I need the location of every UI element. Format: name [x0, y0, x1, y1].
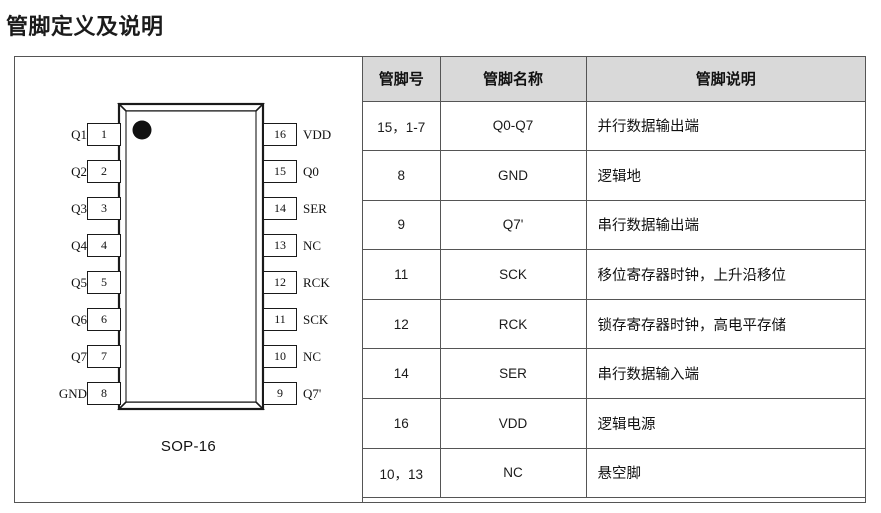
cell-pin-number: 11	[363, 249, 441, 300]
pin-label-rck: RCK	[303, 275, 330, 290]
cell-pin-number: 14	[363, 348, 441, 400]
column-header-pin-name: 管脚名称	[439, 57, 587, 102]
pin-box-10: 10	[263, 345, 297, 368]
pin-box-13: 13	[263, 234, 297, 257]
table-row: 10，13 NC 悬空脚	[363, 447, 865, 499]
cell-pin-description: 移位寄存器时钟，上升沿移位	[585, 249, 865, 300]
pin-box-11: 11	[263, 308, 297, 331]
pin-label-nc-10: NC	[303, 349, 322, 364]
pin-row-right-15: 15 Q0	[15, 160, 362, 183]
pin-row-right-10: 10 NC	[15, 345, 362, 368]
cell-pin-description: 并行数据输出端	[585, 100, 865, 152]
pin-box-15: 15	[263, 160, 297, 183]
cell-pin-description: 锁存寄存器时钟，高电平存储	[585, 298, 865, 350]
pin-label-sck: SCK	[303, 312, 329, 327]
pin-description-table-cell: 管脚号 管脚名称 管脚说明 15，1-7 Q0-Q7 并行数据输出端 8 GND…	[363, 57, 865, 502]
pin-box-6: 6	[87, 308, 121, 331]
pin-label-vdd: VDD	[303, 127, 332, 142]
pin-box-4: 4	[87, 234, 121, 257]
cell-pin-number: 10，13	[363, 447, 441, 499]
cell-pin-name: VDD	[439, 398, 587, 449]
pin-box-2: 2	[87, 160, 121, 183]
pin-label-nc-13: NC	[303, 238, 322, 253]
pin-box-16: 16	[263, 123, 297, 146]
cell-pin-description: 逻辑电源	[585, 398, 865, 449]
pin-label-q7p: Q7'	[303, 386, 322, 401]
pin-row-left-3: Q3 3	[15, 197, 362, 220]
pin-row-left-5: Q5 5	[15, 271, 362, 294]
pin-box-1: 1	[87, 123, 121, 146]
cell-pin-name: SER	[439, 348, 587, 400]
sop16-package-drawing	[117, 102, 265, 411]
cell-pin-number: 12	[363, 298, 441, 350]
pin-label-q5: Q5	[71, 275, 87, 290]
page-title: 管脚定义及说明	[6, 14, 164, 39]
pin-label-q7: Q7	[71, 349, 87, 364]
table-row: 8 GND 逻辑地	[363, 150, 865, 201]
cell-pin-description: 串行数据输出端	[585, 199, 865, 251]
table-row: 14 SER 串行数据输入端	[363, 348, 865, 400]
pin-box-9: 9	[263, 382, 297, 405]
pin-box-5: 5	[87, 271, 121, 294]
cell-pin-number: 9	[363, 199, 441, 251]
table-row: 16 VDD 逻辑电源	[363, 398, 865, 449]
pin-row-right-16: 16 VDD	[15, 123, 362, 146]
pin-label-q6: Q6	[71, 312, 87, 327]
pin-label-q0: Q0	[303, 164, 319, 179]
cell-pin-description: 串行数据输入端	[585, 348, 865, 400]
column-header-pin-description: 管脚说明	[585, 57, 865, 102]
cell-pin-number: 16	[363, 398, 441, 449]
package-caption: SOP-16	[160, 438, 217, 455]
cell-pin-name: SCK	[439, 249, 587, 300]
pin-label-q4: Q4	[71, 238, 87, 253]
pin-row-left-1: Q1 1	[15, 123, 362, 146]
cell-pin-description: 逻辑地	[585, 150, 865, 201]
pin-box-8: 8	[87, 382, 121, 405]
pin-box-7: 7	[87, 345, 121, 368]
cell-pin-name: Q7'	[439, 199, 587, 251]
pin-box-3: 3	[87, 197, 121, 220]
pin-label-gnd: GND	[58, 386, 87, 401]
pin-row-right-11: 11 SCK	[15, 308, 362, 331]
pin-box-12: 12	[263, 271, 297, 294]
pin-row-right-14: 14 SER	[15, 197, 362, 220]
table-row: 15，1-7 Q0-Q7 并行数据输出端	[363, 100, 865, 152]
cell-pin-number: 15，1-7	[363, 100, 441, 152]
table-header-row: 管脚号 管脚名称 管脚说明	[363, 57, 865, 102]
table-row: 11 SCK 移位寄存器时钟，上升沿移位	[363, 249, 865, 300]
cell-pin-name: Q0-Q7	[439, 100, 587, 152]
column-header-pin-number: 管脚号	[363, 57, 441, 102]
cell-pin-description: 悬空脚	[585, 447, 865, 499]
pin-row-left-6: Q6 6	[15, 308, 362, 331]
pin-definition-panel: Q1 1 Q2 2 Q3 3 Q4 4 Q5 5 Q6 6 Q7 7 GND 8	[14, 56, 866, 503]
pin-row-left-7: Q7 7	[15, 345, 362, 368]
pin-row-right-12: 12 RCK	[15, 271, 362, 294]
pin-row-left-2: Q2 2	[15, 160, 362, 183]
cell-pin-name: RCK	[439, 298, 587, 350]
pin-label-ser: SER	[303, 201, 327, 216]
pin-label-q2: Q2	[71, 164, 87, 179]
package-diagram-cell: Q1 1 Q2 2 Q3 3 Q4 4 Q5 5 Q6 6 Q7 7 GND 8	[15, 57, 363, 502]
pin-row-left-4: Q4 4	[15, 234, 362, 257]
pin-description-table: 管脚号 管脚名称 管脚说明 15，1-7 Q0-Q7 并行数据输出端 8 GND…	[363, 57, 865, 499]
chip-body-outline	[117, 102, 265, 411]
pin-row-left-8: GND 8	[15, 382, 362, 405]
cell-pin-name: GND	[439, 150, 587, 201]
pin-box-14: 14	[263, 197, 297, 220]
table-row: 9 Q7' 串行数据输出端	[363, 199, 865, 251]
pin1-dot-icon	[132, 120, 152, 140]
pin-row-right-9: 9 Q7'	[15, 382, 362, 405]
cell-pin-name: NC	[439, 447, 587, 499]
table-row: 12 RCK 锁存寄存器时钟，高电平存储	[363, 298, 865, 350]
pin-label-q3: Q3	[71, 201, 87, 216]
pin-label-q1: Q1	[71, 127, 87, 142]
cell-pin-number: 8	[363, 150, 441, 201]
pin-row-right-13: 13 NC	[15, 234, 362, 257]
